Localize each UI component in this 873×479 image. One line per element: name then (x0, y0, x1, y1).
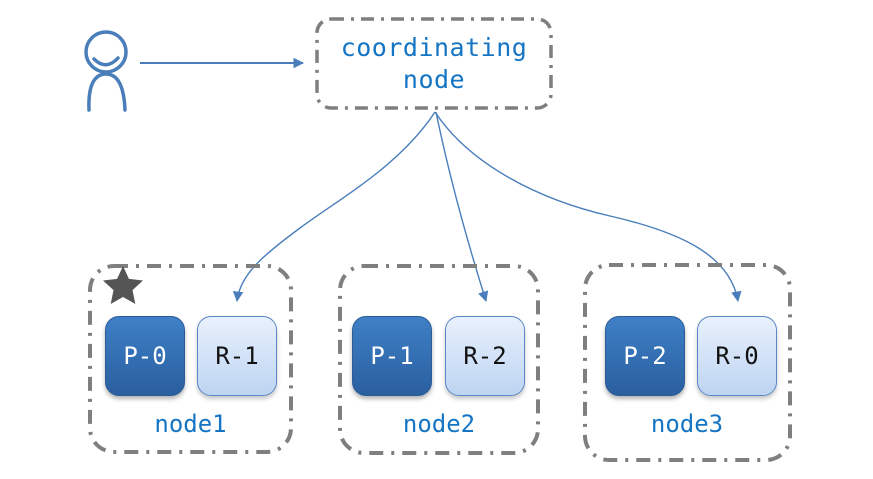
edge-coordinating-to-node1-replica (232, 111, 436, 302)
primary-shard-p2: P-2 (605, 316, 685, 396)
replica-shard-r1: R-1 (197, 316, 277, 396)
edge-coordinating-to-node2-replica (435, 111, 489, 302)
node1-border (88, 264, 293, 454)
primary-shard-p1: P-1 (352, 316, 432, 396)
replica-shard-r2: R-2 (445, 316, 525, 396)
user-icon (84, 30, 128, 112)
node2-border (338, 264, 540, 455)
node1-label: node1 (154, 410, 227, 438)
node2-label: node2 (402, 410, 476, 438)
edge-coordinating-to-node3-replica (434, 111, 742, 302)
coordinating-node-label: coordinating node (340, 33, 528, 94)
node3-label: node3 (650, 410, 724, 438)
primary-shard-p0: P-0 (105, 316, 185, 396)
replica-shard-r0: R-0 (697, 316, 777, 396)
master-star-icon (103, 266, 143, 304)
node3-border (583, 263, 792, 462)
coordinating-node-border (315, 17, 553, 110)
